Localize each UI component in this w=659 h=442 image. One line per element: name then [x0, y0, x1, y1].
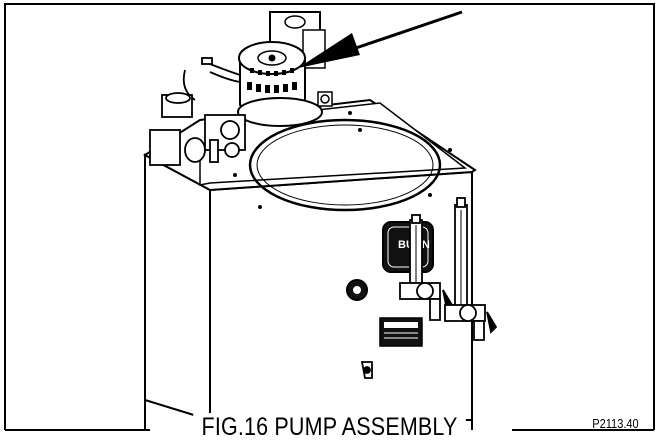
figure-caption: FIG.16 PUMP ASSEMBLY: [46, 412, 613, 442]
top-screws: [233, 111, 452, 209]
brand-badge: BUNN: [382, 221, 434, 273]
wiring: [182, 57, 241, 101]
figure-caption-text: FIG.16 PUMP ASSEMBLY: [192, 413, 467, 441]
drain-fitting: [360, 361, 373, 379]
motor-fitting: [317, 91, 333, 107]
tank-lid: [248, 118, 442, 212]
part-number: P2113.40: [592, 416, 639, 431]
pump-motor: [237, 11, 326, 127]
front-knob: [346, 279, 368, 301]
faucets: [399, 282, 498, 341]
figure-frame: [4, 3, 655, 431]
inlet-valve-assembly: [149, 92, 246, 166]
warning-label: [379, 317, 423, 347]
pointer-arrow: [298, 10, 463, 68]
